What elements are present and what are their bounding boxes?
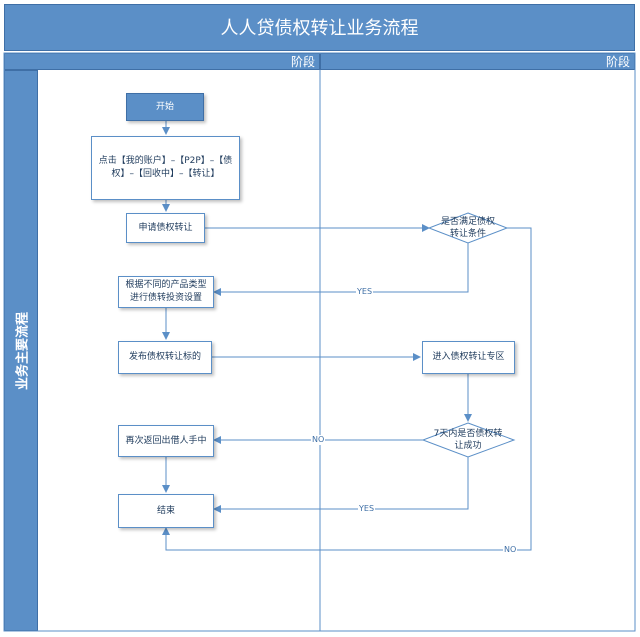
edge-check2-end	[213, 456, 469, 513]
decision-success-label: 7天内是否债权转让成功	[433, 429, 503, 451]
node-navigate: 点击【我的账户】–【P2P】–【债权】–【回收中】–【转让】	[91, 136, 240, 200]
diagram-title: 人人贷债权转让业务流程	[4, 4, 635, 51]
node-configure: 根据不同的产品类型进行债转投资设置	[118, 276, 214, 308]
edge-label-yes-1: YES	[356, 287, 374, 297]
decision-success-shape	[421, 422, 516, 458]
node-return-lender: 再次返回出借人手中	[118, 425, 214, 457]
decision-conditions-shape	[427, 212, 509, 244]
edge-check-configure	[213, 243, 469, 296]
node-apply: 申请债权转让	[126, 213, 205, 243]
node-end: 结束	[118, 494, 214, 528]
node-publish: 发布债权转让标的	[118, 341, 212, 374]
edge-label-no-1: NO	[311, 435, 326, 445]
node-start: 开始	[126, 93, 204, 121]
lane-label: 业务主要流程	[4, 70, 38, 631]
edge-check-end	[162, 227, 532, 551]
edge-label-no-2: NO	[503, 545, 518, 555]
edge-label-yes-2: YES	[358, 504, 376, 514]
decision-conditions-label: 是否满足债权转让条件	[440, 217, 495, 239]
node-enter-zone: 进入债权转让专区	[422, 341, 515, 374]
